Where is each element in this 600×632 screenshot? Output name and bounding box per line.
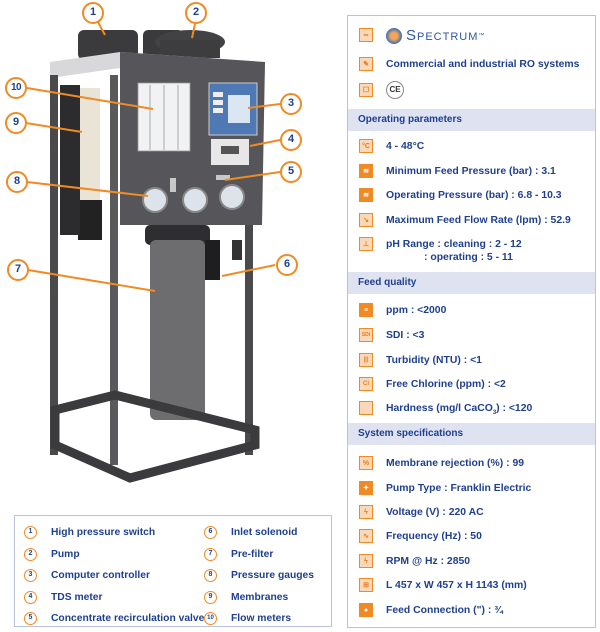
callout-6: 6 — [276, 254, 298, 276]
legend-label: Concentrate recirculation valve — [51, 613, 205, 625]
callout-7: 7 — [7, 259, 29, 281]
turbidity-icon: ||| — [359, 353, 373, 367]
legend-item: 5 Concentrate recirculation valve — [24, 608, 204, 630]
legend-item: 8 Pressure gauges — [204, 565, 314, 587]
legend-item: 2 Pump — [24, 544, 204, 566]
legend-number: 7 — [204, 547, 217, 561]
legend-label: TDS meter — [51, 591, 103, 603]
spec-membrane-rejection: %Membrane rejection (%) : 99 — [359, 456, 524, 470]
rpm-icon: ϟ — [359, 554, 373, 568]
callout-10: 10 — [5, 77, 27, 99]
spec-feed-connection: ●Feed Connection (") : ¾ — [359, 603, 503, 617]
ppm-icon: ≡ — [359, 303, 373, 317]
section-header-feed-quality: Feed quality — [348, 272, 595, 294]
legend-label: High pressure switch — [51, 527, 156, 539]
sdi-icon: SDI — [359, 328, 373, 342]
voltage-icon: ϟ — [359, 505, 373, 519]
callout-9: 9 — [5, 112, 27, 134]
trademark: ™ — [478, 32, 485, 39]
chlorine-icon: Cl — [359, 377, 373, 391]
legend-item: 1 High pressure switch — [24, 522, 204, 544]
callout-4: 4 — [280, 129, 302, 151]
legend-label: Pre-filter — [231, 548, 274, 560]
hardness-icon — [359, 401, 373, 415]
tagline: Commercial and industrial RO systems — [386, 59, 580, 70]
connection-icon: ● — [359, 603, 373, 617]
legend-number: 3 — [24, 569, 37, 583]
legend-number: 4 — [24, 590, 37, 604]
certification-row: ☐ CE — [359, 81, 404, 99]
callout-2: 2 — [185, 2, 207, 24]
legend-number: 2 — [24, 547, 37, 561]
spectrum-logo-icon — [386, 27, 402, 44]
dimensions-icon: ⊞ — [359, 578, 373, 592]
legend-label: Membranes — [231, 591, 289, 603]
ph-icon: ⊥ — [359, 237, 373, 251]
callout-5: 5 — [280, 161, 302, 183]
legend-item: 3 Computer controller — [24, 565, 204, 587]
link-icon: ∞ — [359, 28, 373, 42]
legend-label: Pump — [51, 548, 80, 560]
legend-item: 10 Flow meters — [204, 608, 314, 630]
spec-turbidity: |||Turbidity (NTU) : <1 — [359, 353, 482, 367]
wrench-icon: ✎ — [359, 57, 373, 71]
ro-system-illustration — [25, 21, 281, 483]
callout-3: 3 — [280, 93, 302, 115]
legend-item: 4 TDS meter — [24, 587, 204, 609]
certificate-icon: ☐ — [359, 82, 373, 97]
spec-max-feed-flow: ↘Maximum Feed Flow Rate (lpm) : 52.9 — [359, 213, 571, 227]
pressure-icon: ≋ — [359, 188, 373, 202]
legend-number: 5 — [24, 612, 37, 626]
legend-item: 6 Inlet solenoid — [204, 522, 314, 544]
percent-icon: % — [359, 456, 373, 470]
legend-item: 9 Membranes — [204, 587, 314, 609]
pressure-icon: ≋ — [359, 164, 373, 178]
flow-rate-icon: ↘ — [359, 213, 373, 227]
legend-label: Computer controller — [51, 570, 150, 582]
ce-mark: CE — [386, 81, 404, 99]
brand-name: Spectrum — [406, 27, 479, 44]
pump-icon: ✦ — [359, 481, 373, 495]
spec-frequency: ∿Frequency (Hz) : 50 — [359, 529, 482, 543]
section-header-system-specifications: System specifications — [348, 423, 595, 445]
frequency-icon: ∿ — [359, 529, 373, 543]
legend-item: 7 Pre-filter — [204, 544, 314, 566]
product-image: 1 2 3 4 5 6 7 8 9 10 — [0, 0, 340, 505]
component-legend: 1 High pressure switch 2 Pump 3 Computer co… — [14, 515, 332, 627]
spec-ph-range: ⊥pH Range : cleaning : 2 - 12: operating… — [359, 237, 522, 264]
callout-1: 1 — [82, 2, 104, 24]
legend-number: 10 — [204, 612, 217, 626]
callout-8: 8 — [6, 171, 28, 193]
legend-label: Inlet solenoid — [231, 527, 298, 539]
spec-pump-type: ✦Pump Type : Franklin Electric — [359, 481, 531, 495]
tagline-row: ✎ Commercial and industrial RO systems — [359, 57, 580, 71]
spec-ppm: ≡ppm : <2000 — [359, 303, 446, 317]
thermometer-icon: °C — [359, 139, 373, 153]
legend-number: 6 — [204, 526, 217, 540]
ph-operating: : operating : 5 - 11 — [424, 252, 513, 263]
spec-dimensions: ⊞L 457 x W 457 x H 1143 (mm) — [359, 578, 527, 592]
section-header-operating-parameters: Operating parameters — [348, 109, 595, 131]
legend-label: Pressure gauges — [231, 570, 314, 582]
spec-min-feed-pressure: ≋Minimum Feed Pressure (bar) : 3.1 — [359, 164, 556, 178]
legend-number: 1 — [24, 526, 37, 540]
spec-operating-pressure: ≋Operating Pressure (bar) : 6.8 - 10.3 — [359, 188, 562, 202]
legend-number: 8 — [204, 569, 217, 583]
legend-number: 9 — [204, 590, 217, 604]
spec-hardness: Hardness (mg/l CaCO3) : <120 — [359, 401, 532, 420]
legend-label: Flow meters — [231, 613, 292, 625]
